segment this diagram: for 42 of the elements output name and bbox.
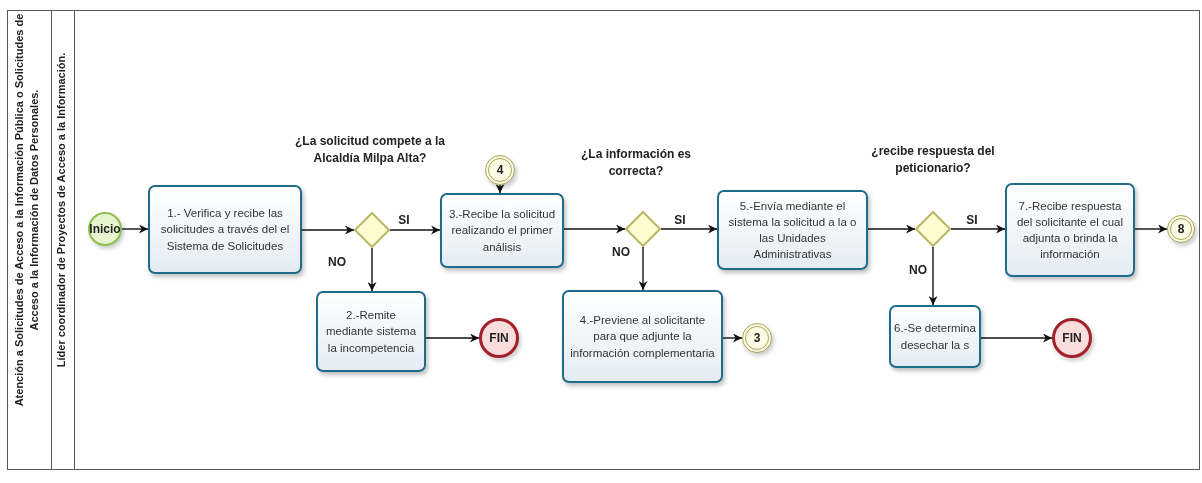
- arrow: [1134, 224, 1168, 234]
- start-event-circle: Inicio: [88, 212, 122, 246]
- lane-title: Líder coordinador de Proyectos de Acceso a la Información.: [54, 51, 68, 370]
- edge-label: NO: [326, 255, 348, 269]
- edge-label: NO: [610, 245, 632, 259]
- arrow: [638, 246, 648, 291]
- end-event-circle: FIN: [479, 318, 519, 358]
- gateway-diamond: [354, 212, 390, 248]
- arrow: [425, 333, 480, 343]
- question-label: ¿La solicitud compete a la Alcaldía Milpa Alta?: [293, 133, 446, 168]
- task-box: 3.-Recibe la solicitud realizando el primer análisis: [440, 193, 564, 268]
- arrow: [722, 333, 743, 343]
- link-event-circle: 8: [1167, 215, 1195, 243]
- gateway-diamond: [915, 211, 951, 247]
- arrow: [928, 246, 938, 306]
- gateway-diamond: [625, 211, 661, 247]
- arrow: [980, 333, 1053, 343]
- arrow: [389, 225, 441, 235]
- arrow: [301, 225, 355, 235]
- arrow: [495, 184, 505, 194]
- link-event-circle: 3: [742, 323, 772, 353]
- edge-label: SI: [672, 213, 688, 227]
- arrow: [867, 224, 916, 234]
- link-event-circle: 4: [485, 155, 515, 185]
- edge-label: SI: [964, 213, 980, 227]
- arrow: [121, 224, 149, 234]
- arrow: [367, 247, 377, 292]
- end-event-circle: FIN: [1052, 318, 1092, 358]
- pool-title: Atención a Solicitudes de Acceso a la Información Pública o Solicitudes de Acceso a la Información de Datos Personales.: [12, 12, 41, 409]
- task-box: 1.- Verifica y recibe las solicitudes a través del el Sistema de Solicitudes: [148, 185, 302, 274]
- edge-label: NO: [907, 263, 929, 277]
- task-box: 7.-Recibe respuesta del solicitante el cual adjunta o brinda la información: [1005, 183, 1135, 277]
- task-box: 4.-Previene al solicitante para que adjunte la información complementaria: [562, 290, 723, 383]
- task-box: 5.-Envía mediante el sistema la solicitud a la o las Unidades Administrativas: [717, 190, 868, 270]
- arrow: [950, 224, 1006, 234]
- arrow: [563, 224, 626, 234]
- task-box: 6.-Se determina desechar la s: [889, 305, 981, 368]
- question-label: ¿La información es correcta?: [580, 146, 692, 181]
- task-box: 2.-Remite mediante sistema la incompetencia: [316, 291, 426, 372]
- arrow: [660, 224, 718, 234]
- question-label: ¿recibe respuesta del peticionario?: [870, 143, 996, 178]
- edge-label: SI: [396, 213, 412, 227]
